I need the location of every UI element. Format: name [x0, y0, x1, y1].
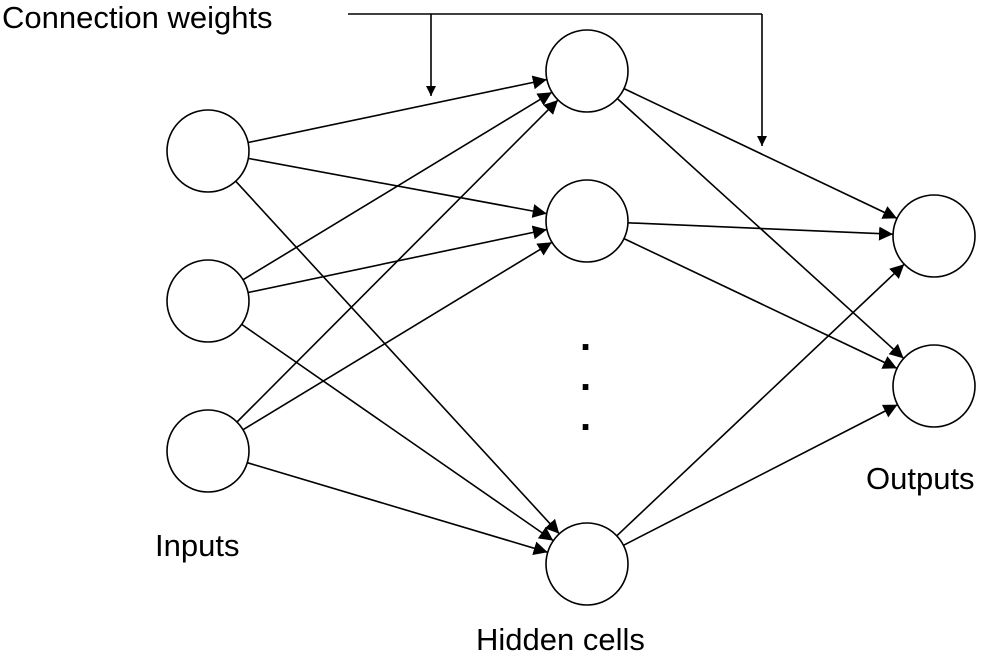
inputs-label: Inputs — [155, 528, 239, 563]
edge-hidden-1-to-output-1 — [623, 87, 898, 220]
edge-input-3-to-hidden-2 — [242, 241, 553, 431]
edge-hidden-2-to-output-1 — [627, 222, 894, 241]
input-layer — [166, 109, 250, 493]
hidden-ellipsis: . . . — [580, 315, 591, 439]
hidden-cells-label: Hidden cells — [476, 622, 645, 656]
output-layer — [892, 194, 976, 428]
edge-input-1-to-hidden-3 — [235, 180, 560, 535]
edge-input-1-to-hidden-1 — [247, 75, 548, 144]
hidden-node-3 — [545, 522, 629, 606]
output-node-2 — [892, 344, 976, 428]
input-node-3 — [166, 409, 250, 493]
outputs-label: Outputs — [866, 461, 975, 496]
edge-input-2-to-hidden-3 — [241, 323, 554, 542]
connection-weights-callout — [348, 13, 767, 146]
ellipsis-dot-3: . — [580, 395, 591, 439]
hidden-layer — [545, 29, 629, 606]
edge-hidden-3-to-output-1 — [616, 263, 905, 537]
edge-input-3-to-hidden-1 — [236, 99, 559, 423]
edge-input-3-to-hidden-3 — [247, 461, 548, 556]
ellipsis-dot-1: . — [580, 315, 591, 359]
edge-input-2-to-hidden-1 — [242, 91, 553, 281]
connection-weights-label: Connection weights — [2, 0, 273, 35]
connection-edges — [235, 75, 905, 556]
input-node-2 — [166, 259, 250, 343]
ellipsis-dot-2: . — [580, 355, 591, 399]
edge-hidden-2-to-output-2 — [623, 237, 898, 370]
input-node-1 — [166, 109, 250, 193]
output-node-1 — [892, 194, 976, 278]
hidden-node-1 — [545, 29, 629, 113]
hidden-node-2 — [545, 179, 629, 263]
edge-hidden-3-to-output-2 — [623, 403, 898, 547]
